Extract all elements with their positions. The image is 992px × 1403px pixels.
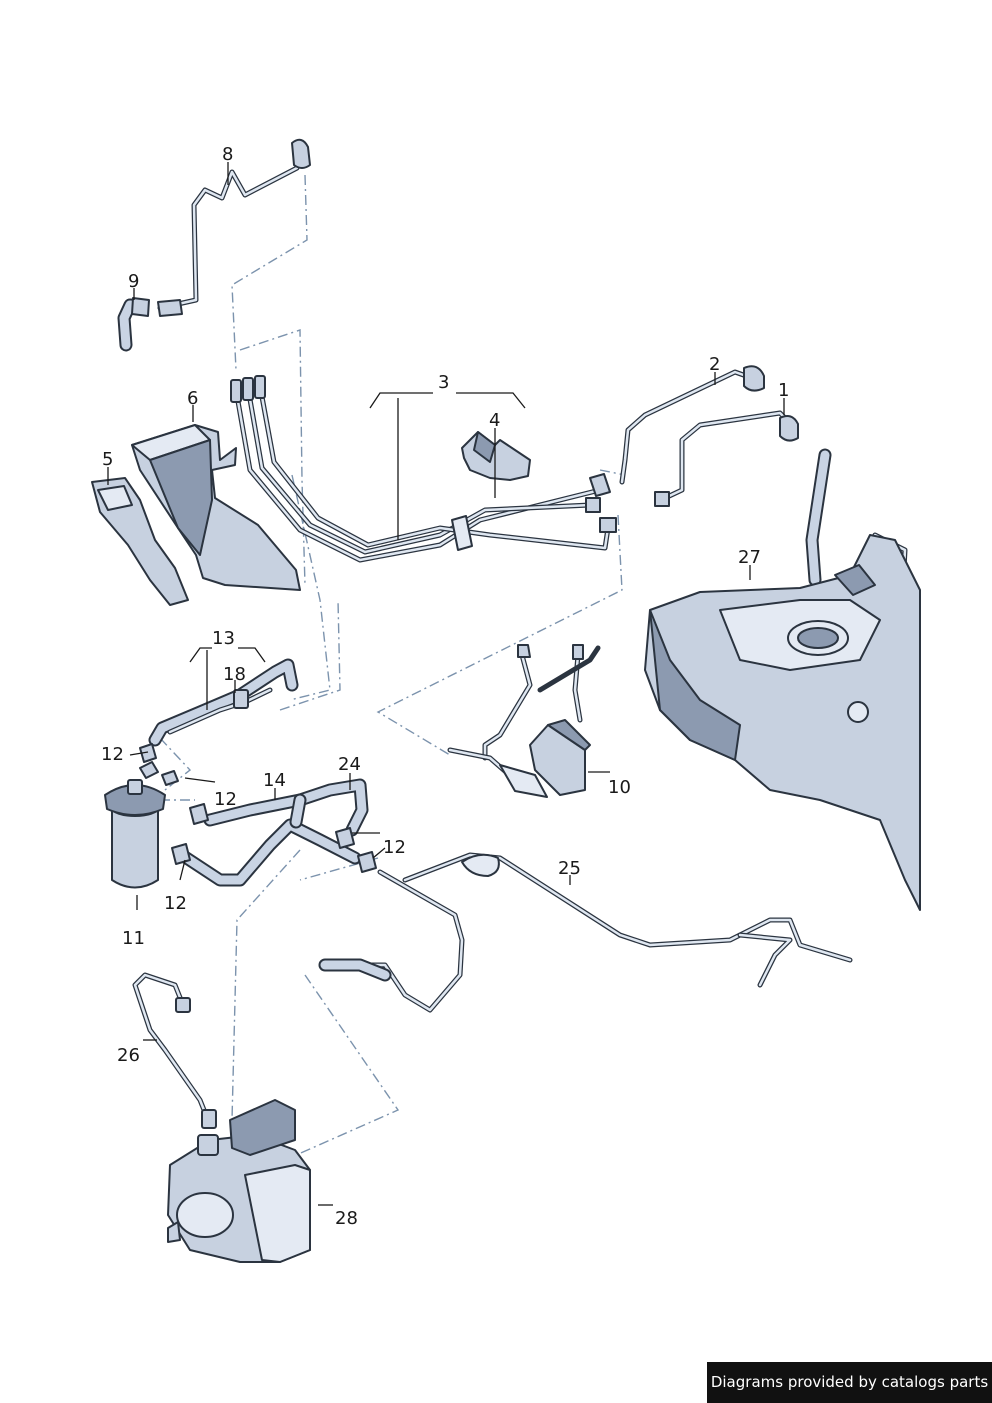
part-labels: 8 9 3 2 1 6 4 5 27 13 18 12 24 14 10 12 … — [101, 144, 789, 1229]
fuel-filter-11 — [104, 761, 179, 910]
label-14: 14 — [263, 770, 286, 791]
bracket-5 — [91, 477, 189, 606]
label-10: 10 — [608, 777, 631, 798]
label-24: 24 — [338, 754, 361, 775]
label-26: 26 — [117, 1045, 140, 1066]
label-6: 6 — [187, 388, 198, 409]
label-13: 13 — [212, 628, 235, 649]
credit-banner: Diagrams provided by catalogs parts — [707, 1362, 992, 1403]
label-28: 28 — [335, 1208, 358, 1229]
label-25: 25 — [558, 858, 581, 879]
label-27: 27 — [738, 547, 761, 568]
pipe-25 — [318, 852, 853, 1013]
clip-4 — [461, 431, 531, 481]
hose-9 — [117, 297, 150, 352]
leader-lines — [107, 162, 785, 1041]
label-18: 18 — [223, 664, 246, 685]
pipe-8 — [157, 138, 311, 317]
pipe-26 — [132, 972, 217, 1129]
pipe-bundle-3 — [230, 375, 617, 563]
label-12d: 12 — [164, 893, 187, 914]
label-9: 9 — [128, 271, 139, 292]
bracket-6 — [131, 424, 301, 591]
credit-text: Diagrams provided by catalogs parts — [710, 1373, 989, 1391]
label-8: 8 — [222, 144, 233, 165]
pipe-2 — [619, 365, 765, 485]
label-2: 2 — [709, 354, 720, 375]
label-1: 1 — [778, 380, 789, 401]
label-5: 5 — [102, 449, 113, 470]
label-4: 4 — [489, 410, 500, 431]
label-3: 3 — [438, 372, 449, 393]
label-12c: 12 — [383, 837, 406, 858]
hoses-14 — [139, 743, 377, 887]
label-12a: 12 — [101, 744, 124, 765]
pipe-1 — [654, 410, 799, 507]
fuel-tank-27 — [644, 448, 921, 911]
valve-10 — [447, 644, 610, 798]
label-11: 11 — [122, 928, 145, 949]
label-12b: 12 — [214, 789, 237, 810]
hoses-13 — [148, 658, 299, 747]
fuel-pump-28 — [167, 1099, 333, 1263]
